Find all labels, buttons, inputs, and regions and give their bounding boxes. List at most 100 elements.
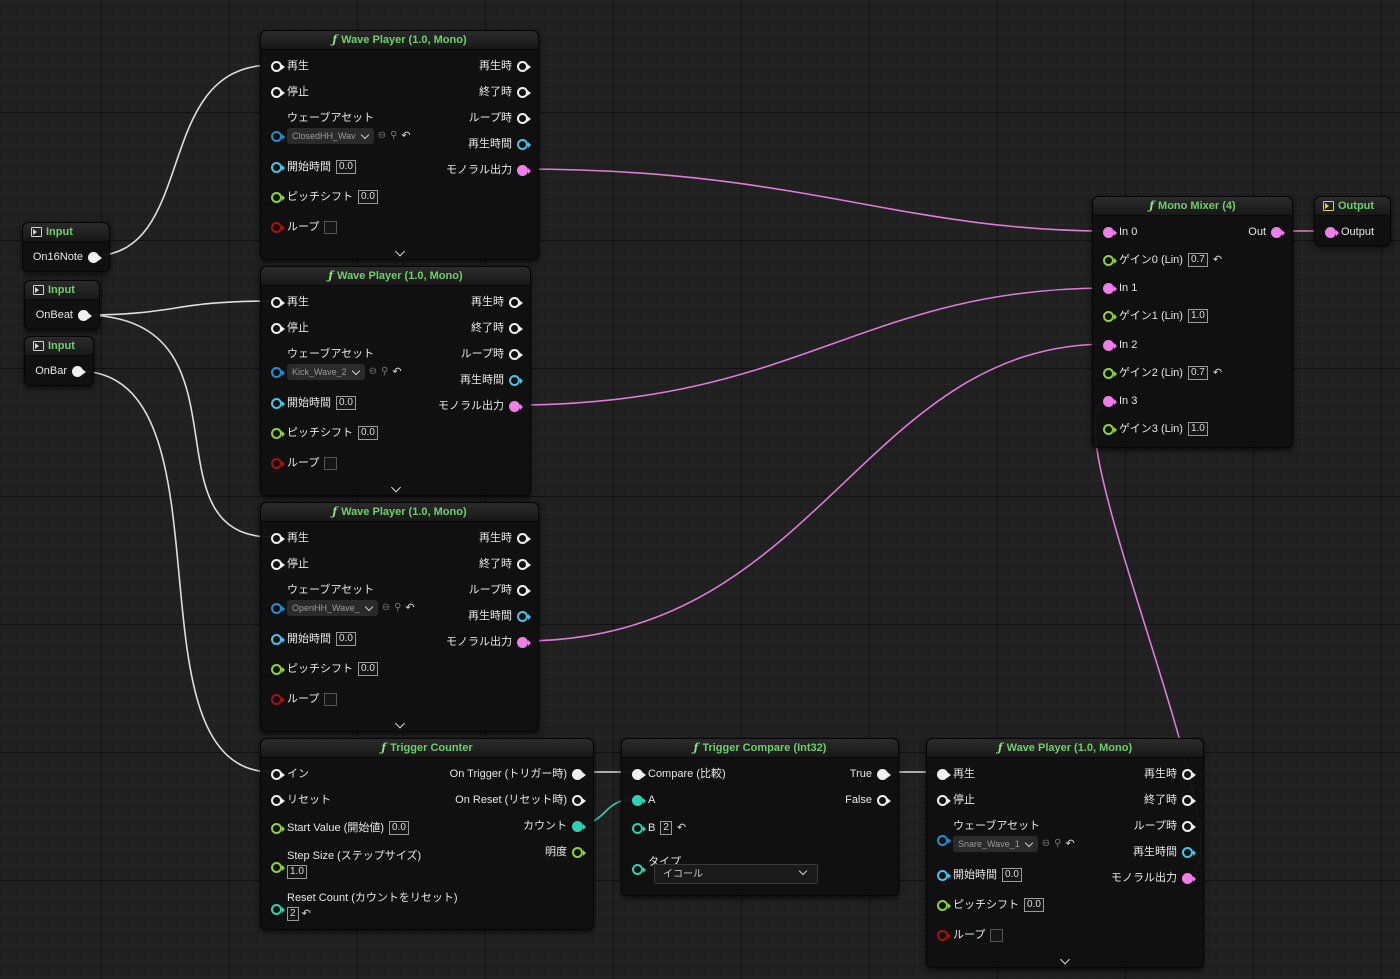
loop-pin[interactable] <box>271 693 285 705</box>
input-node-on16note[interactable]: Input On16Note <box>22 222 110 272</box>
on-play-pin[interactable] <box>1182 768 1196 780</box>
expand-chevron-icon[interactable] <box>394 718 405 729</box>
use-selected-icon[interactable]: ⊖ <box>377 130 387 141</box>
reset-icon[interactable]: ↶ <box>676 822 687 834</box>
output-pin[interactable] <box>1325 226 1339 238</box>
play-pin[interactable] <box>271 60 285 72</box>
reset-pin[interactable] <box>271 794 285 806</box>
onbeat-pin[interactable] <box>78 309 92 321</box>
in2-pin[interactable] <box>1103 339 1117 351</box>
on-looped-pin[interactable] <box>1182 820 1196 832</box>
play-time-pin[interactable] <box>509 374 523 386</box>
pitch-shift-pin[interactable] <box>271 427 285 439</box>
false-pin[interactable] <box>877 794 891 806</box>
play-pin[interactable] <box>937 768 951 780</box>
start-time-field[interactable]: 0.0 <box>336 632 356 646</box>
play-pin[interactable] <box>271 296 285 308</box>
wave-asset-combo[interactable]: OpenHH_Wave_ <box>287 600 378 616</box>
gain1-pin[interactable] <box>1103 310 1117 322</box>
on16note-pin[interactable] <box>88 251 102 263</box>
wave-asset-pin[interactable] <box>271 367 285 378</box>
pitch-shift-field[interactable]: 0.0 <box>358 190 378 204</box>
wave-asset-pin[interactable] <box>937 835 951 846</box>
gain3-field[interactable]: 1.0 <box>1187 422 1208 436</box>
start-time-field[interactable]: 0.0 <box>336 160 356 174</box>
on-play-pin[interactable] <box>517 532 531 544</box>
count-pin[interactable] <box>572 820 586 832</box>
brightness-pin[interactable] <box>572 846 586 858</box>
loop-pin[interactable] <box>271 457 285 469</box>
step-size-field[interactable]: 1.0 <box>287 865 307 879</box>
wave-asset-combo[interactable]: Snare_Wave_1 <box>953 836 1038 852</box>
reset-count-pin[interactable] <box>271 903 285 915</box>
wave-asset-combo[interactable]: Kick_Wave_2 <box>287 364 365 380</box>
use-selected-icon[interactable]: ⊖ <box>1041 838 1051 849</box>
gain0-field[interactable]: 0.7 <box>1187 253 1208 267</box>
pitch-shift-field[interactable]: 0.0 <box>358 662 378 676</box>
start-time-pin[interactable] <box>271 161 285 173</box>
wave-asset-combo[interactable]: ClosedHH_Wav <box>287 128 374 144</box>
on-play-pin[interactable] <box>509 296 523 308</box>
start-time-pin[interactable] <box>937 869 951 881</box>
reset-icon[interactable]: ↶ <box>1065 838 1075 850</box>
start-value-pin[interactable] <box>271 822 285 834</box>
loop-checkbox[interactable] <box>324 456 338 470</box>
on-play-pin[interactable] <box>517 60 531 72</box>
stop-pin[interactable] <box>937 794 951 806</box>
browse-icon[interactable]: ⚲ <box>381 366 389 377</box>
input-node-onbeat[interactable]: Input OnBeat <box>24 280 100 330</box>
reset-icon[interactable]: ↶ <box>401 130 411 142</box>
loop-checkbox[interactable] <box>990 928 1004 942</box>
loop-checkbox[interactable] <box>324 220 338 234</box>
expand-chevron-icon[interactable] <box>1060 954 1070 965</box>
out-pin[interactable] <box>1271 226 1285 238</box>
gain3-pin[interactable] <box>1103 423 1117 435</box>
in3-pin[interactable] <box>1103 395 1117 407</box>
browse-icon[interactable]: ⚲ <box>1054 838 1062 849</box>
pitch-shift-pin[interactable] <box>271 191 285 203</box>
loop-checkbox[interactable] <box>324 692 338 706</box>
type-pin[interactable] <box>632 864 646 875</box>
gain2-field[interactable]: 0.7 <box>1187 366 1208 380</box>
reset-icon[interactable]: ↶ <box>301 908 311 920</box>
start-time-pin[interactable] <box>271 397 285 409</box>
compare-pin[interactable] <box>632 768 646 780</box>
pitch-shift-field[interactable]: 0.0 <box>358 426 378 440</box>
start-value-field[interactable]: 0.0 <box>389 821 409 835</box>
output-node[interactable]: Output Output <box>1314 196 1391 246</box>
on-finished-pin[interactable] <box>509 322 523 334</box>
in-pin[interactable] <box>271 768 285 780</box>
reset-icon[interactable]: ↶ <box>1212 367 1223 379</box>
on-looped-pin[interactable] <box>509 348 523 360</box>
mono-out-pin[interactable] <box>509 400 523 412</box>
on-finished-pin[interactable] <box>517 86 531 98</box>
stop-pin[interactable] <box>271 322 285 334</box>
input-node-onbar[interactable]: Input OnBar <box>24 336 94 386</box>
wave-asset-pin[interactable] <box>271 131 285 142</box>
compare-type-dropdown[interactable]: イコール <box>654 864 818 884</box>
wave-asset-pin[interactable] <box>271 603 285 614</box>
on-reset-pin[interactable] <box>572 794 586 806</box>
gain0-pin[interactable] <box>1103 254 1117 266</box>
on-finished-pin[interactable] <box>517 558 531 570</box>
on-finished-pin[interactable] <box>1182 794 1196 806</box>
pitch-shift-field[interactable]: 0.0 <box>1024 898 1044 912</box>
in1-pin[interactable] <box>1103 282 1117 294</box>
browse-icon[interactable]: ⚲ <box>394 602 402 613</box>
reset-count-field[interactable]: 2 <box>287 907 299 921</box>
true-pin[interactable] <box>877 768 891 780</box>
pitch-shift-pin[interactable] <box>271 663 285 675</box>
play-time-pin[interactable] <box>1182 846 1196 858</box>
expand-chevron-icon[interactable] <box>394 246 405 257</box>
pitch-shift-pin[interactable] <box>937 899 951 911</box>
mono-out-pin[interactable] <box>1182 872 1196 884</box>
mono-out-pin[interactable] <box>517 636 531 648</box>
start-time-pin[interactable] <box>271 633 285 645</box>
on-trigger-pin[interactable] <box>572 768 586 780</box>
